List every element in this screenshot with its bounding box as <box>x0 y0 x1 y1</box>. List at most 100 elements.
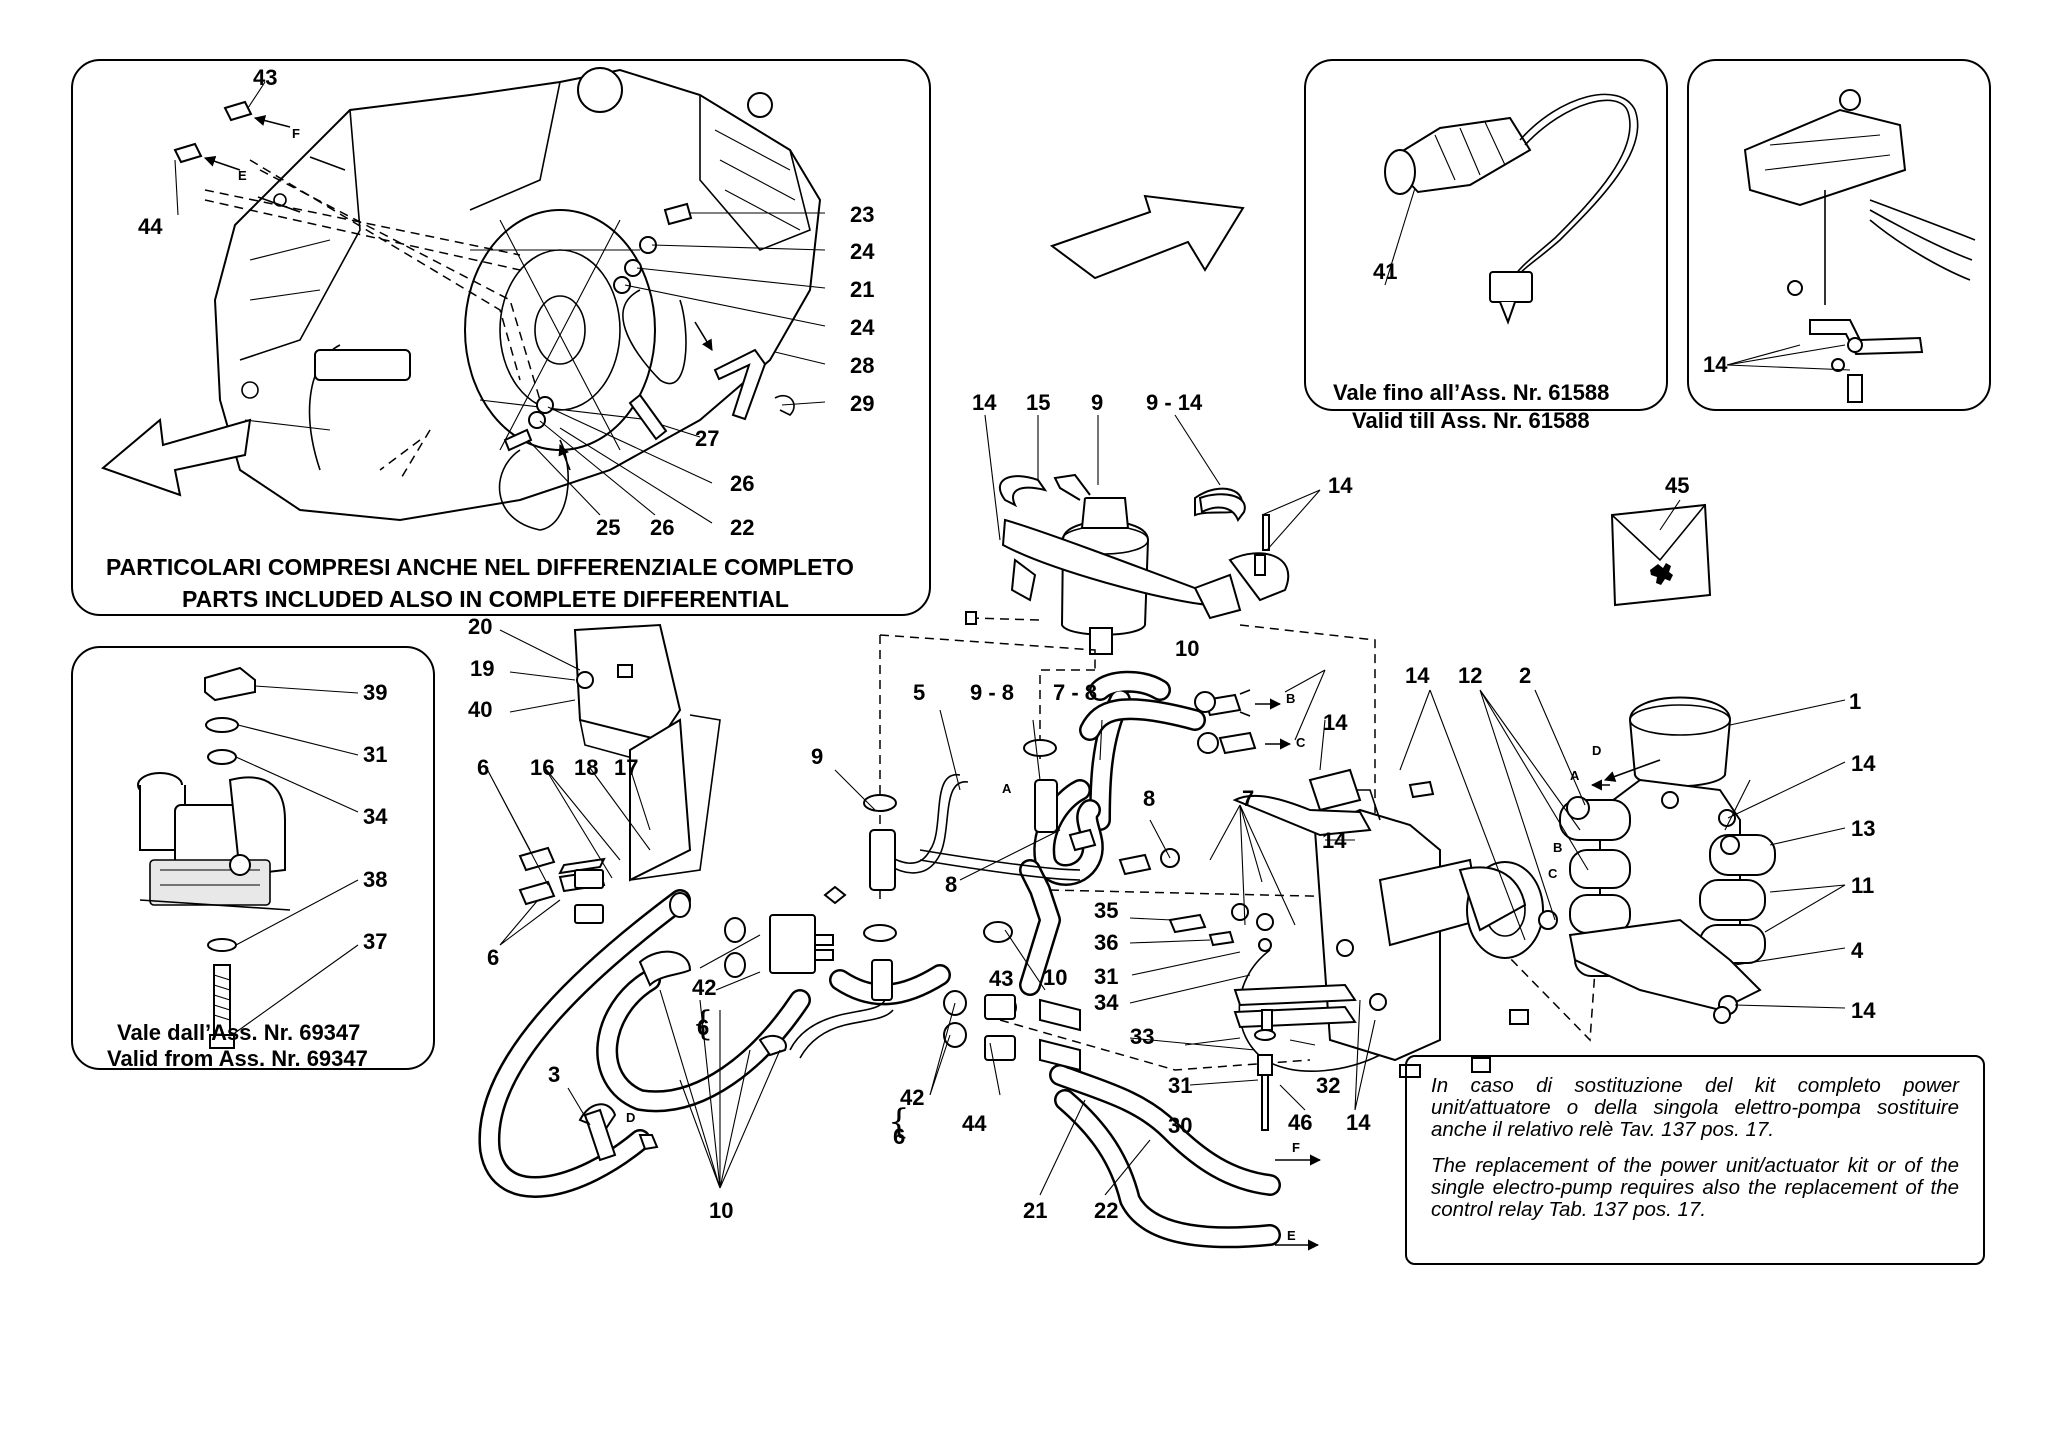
callout-14-low: 14 <box>1346 1110 1371 1135</box>
valid-till-caption-it: Vale fino all’Ass. Nr. 61588 <box>1333 380 1609 405</box>
letter-B-upper: B <box>1286 691 1295 706</box>
callout-45: 45 <box>1665 473 1689 498</box>
callout-29: 29 <box>850 391 874 416</box>
callout-16: 16 <box>530 755 554 780</box>
callout-44-low: 44 <box>962 1111 987 1136</box>
callout-30: 30 <box>1168 1113 1192 1138</box>
pipe-line-front <box>919 849 1081 871</box>
callout-38: 38 <box>363 867 387 892</box>
callout-42-left: 42 <box>692 975 716 1000</box>
fittings-group <box>518 689 1292 1162</box>
callout-23: 23 <box>850 202 874 227</box>
large-hollow-arrow-left-icon <box>101 418 252 497</box>
callout-18: 18 <box>574 755 598 780</box>
callout-9-8: 9 - 8 <box>970 680 1014 705</box>
callout-10-top: 10 <box>1175 636 1199 661</box>
oil-reservoir-drawing <box>965 473 1290 655</box>
callout-42-low: 42 <box>900 1085 924 1110</box>
pipe-5 <box>879 774 961 864</box>
callout-22-low: 22 <box>1094 1198 1118 1223</box>
strap-9-14 <box>1198 493 1246 523</box>
callout-26-a: 26 <box>730 471 754 496</box>
callout-31-mid: 31 <box>1094 964 1118 989</box>
letter-E-low: E <box>1287 1228 1296 1243</box>
callout-39: 39 <box>363 680 387 705</box>
actuator-with-spacers-drawing <box>137 666 291 1049</box>
callout-43-top: 43 <box>253 65 277 90</box>
callout-24-a: 24 <box>850 239 875 264</box>
callout-14-pu-a: 14 <box>1323 710 1348 735</box>
callout-8-b: 8 <box>945 872 957 897</box>
letter-B-valve: B <box>1553 840 1562 855</box>
letter-A-valve: A <box>1570 768 1580 783</box>
callout-14-detail: 14 <box>1703 352 1728 377</box>
callout-28: 28 <box>850 353 874 378</box>
large-hollow-arrow-right-icon <box>1049 194 1245 280</box>
differential-small-parts <box>173 100 795 531</box>
letter-A-left: A <box>1002 781 1012 796</box>
letter-D-valve: D <box>1592 743 1601 758</box>
callout-6-b: 6 <box>487 945 499 970</box>
callout-44-top: 44 <box>138 214 163 239</box>
callout-21-low: 21 <box>1023 1198 1047 1223</box>
callout-11: 11 <box>1851 873 1874 898</box>
callout-9-mid: 9 <box>811 744 823 769</box>
callout-31-low: 31 <box>1168 1073 1192 1098</box>
pipe-5-outline <box>881 781 969 874</box>
callout-34-left: 34 <box>363 804 388 829</box>
callout-14-res-left: 14 <box>972 390 997 415</box>
valid-from-caption-en: Valid from Ass. Nr. 69347 <box>107 1046 368 1071</box>
callout-13: 13 <box>1851 816 1875 841</box>
callout-1: 1 <box>1849 689 1861 714</box>
manual-pouch-drawing <box>1610 503 1712 607</box>
valve-block-drawing <box>1538 696 1776 1024</box>
power-unit-drawing <box>1168 768 1544 1131</box>
callout-9-14: 9 - 14 <box>1146 390 1203 415</box>
callout-4: 4 <box>1851 938 1864 963</box>
brace-left: { <box>692 1004 714 1044</box>
callout-10-mid: 10 <box>1043 965 1067 990</box>
valid-from-panel <box>71 646 435 1070</box>
bracket-40-drawing <box>573 623 721 882</box>
ferrari-horse-emblem-icon <box>1650 563 1673 585</box>
valid-from-caption-it: Vale dall’Ass. Nr. 69347 <box>117 1020 360 1045</box>
actuator-detail-panel <box>1687 59 1991 411</box>
callout-41-leader <box>1384 187 1416 286</box>
differential-dashed-lines <box>204 159 541 481</box>
callout-19: 19 <box>470 656 494 681</box>
brace-low: { <box>888 1102 910 1142</box>
valid-till-panel <box>1304 59 1668 411</box>
callout-14-res-right: 14 <box>1328 473 1353 498</box>
callout-6-c: 6 <box>697 1015 709 1040</box>
callout-46: 46 <box>1288 1110 1312 1135</box>
valid-till-caption-en: Valid till Ass. Nr. 61588 <box>1352 408 1590 433</box>
letter-F-top: F <box>292 126 300 141</box>
differential-leaders <box>174 81 826 524</box>
callout-25: 25 <box>596 515 620 540</box>
main-leaders <box>485 414 1846 1196</box>
letter-C-upper: C <box>1296 735 1306 750</box>
note-italian: In caso di sostituzione del kit completo… <box>1431 1074 1959 1141</box>
callout-7-8: 7 - 8 <box>1053 680 1097 705</box>
callout-45-leader <box>1659 499 1681 531</box>
callout-43-low: 43 <box>989 966 1013 991</box>
callout-37: 37 <box>363 929 387 954</box>
callout-6-d: 6 <box>893 1124 905 1149</box>
callout-12: 12 <box>1458 663 1482 688</box>
callout-33: 33 <box>1130 1024 1154 1049</box>
detail-leaders <box>1726 344 1851 371</box>
note-english: The replacement of the power unit/actuat… <box>1431 1154 1959 1221</box>
letter-F-low: F <box>1292 1140 1300 1155</box>
callout-3: 3 <box>548 1062 560 1087</box>
callout-26-b: 26 <box>650 515 674 540</box>
callout-5: 5 <box>913 680 925 705</box>
callout-14-pu-b: 14 <box>1322 828 1347 853</box>
callout-40: 40 <box>468 697 492 722</box>
callout-36: 36 <box>1094 930 1118 955</box>
callout-15: 15 <box>1026 390 1050 415</box>
replacement-note: In caso di sostituzione del kit completo… <box>1405 1055 1985 1265</box>
callout-7: 7 <box>1242 786 1254 811</box>
callout-8-a: 8 <box>1143 786 1155 811</box>
gearbox-housing-drawing <box>213 67 822 522</box>
